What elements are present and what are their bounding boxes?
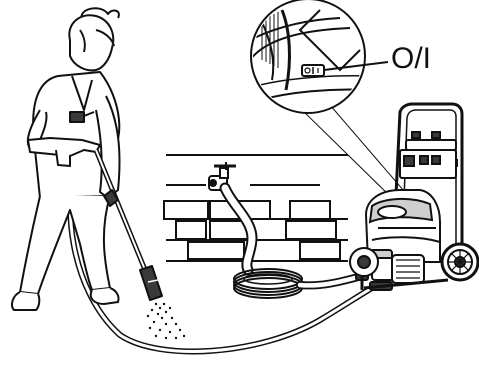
pressure-washer-unit <box>349 102 479 291</box>
switch-callout-circle <box>250 0 389 114</box>
brick-wall <box>163 154 348 262</box>
switch-label-pointer <box>323 61 389 71</box>
operator-figure <box>11 7 163 311</box>
power-switch-label: O/I <box>391 42 432 75</box>
garden-hose <box>219 182 366 299</box>
high-pressure-hose <box>67 149 375 355</box>
water-spray <box>146 302 186 340</box>
power-switch-icon <box>301 64 325 77</box>
